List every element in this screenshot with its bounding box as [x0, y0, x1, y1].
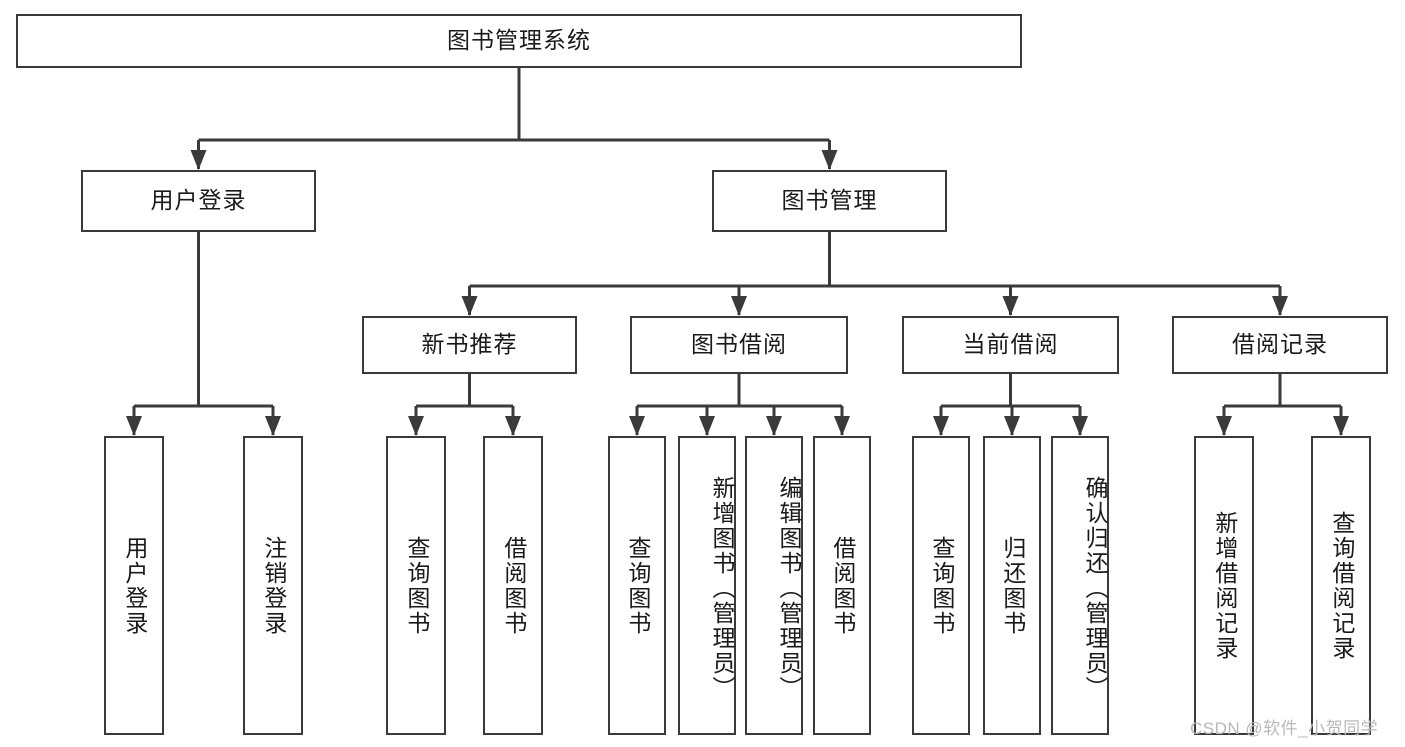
node-current-borrow: 当前借阅 [902, 316, 1119, 374]
node-book-manage: 图书管理 [712, 170, 947, 232]
node-leaf-borrow-query-book: 查询图书 [608, 436, 666, 735]
node-leaf-add-book-admin: 新增图书（管理员） [678, 436, 736, 735]
node-leaf-user-login: 用户登录 [104, 436, 164, 735]
node-leaf-query-borrow-record: 查询借阅记录 [1311, 436, 1371, 735]
node-user-login: 用户登录 [81, 170, 316, 232]
node-leaf-rec-query-book: 查询图书 [386, 436, 446, 735]
node-leaf-cur-query-book: 查询图书 [912, 436, 970, 735]
node-leaf-return-book: 归还图书 [983, 436, 1041, 735]
node-leaf-confirm-return-admin: 确认归还（管理员） [1051, 436, 1109, 735]
node-leaf-rec-borrow-book: 借阅图书 [483, 436, 543, 735]
node-borrow-record: 借阅记录 [1172, 316, 1388, 374]
node-leaf-borrow-book: 借阅图书 [813, 436, 871, 735]
node-new-book-rec: 新书推荐 [362, 316, 577, 374]
node-book-borrow: 图书借阅 [630, 316, 848, 374]
node-root: 图书管理系统 [16, 14, 1022, 68]
node-leaf-add-borrow-record: 新增借阅记录 [1194, 436, 1254, 735]
watermark: CSDN @软件_小贺同学 [1190, 719, 1379, 738]
node-leaf-edit-book-admin: 编辑图书（管理员） [745, 436, 803, 735]
node-leaf-user-logout: 注销登录 [243, 436, 303, 735]
